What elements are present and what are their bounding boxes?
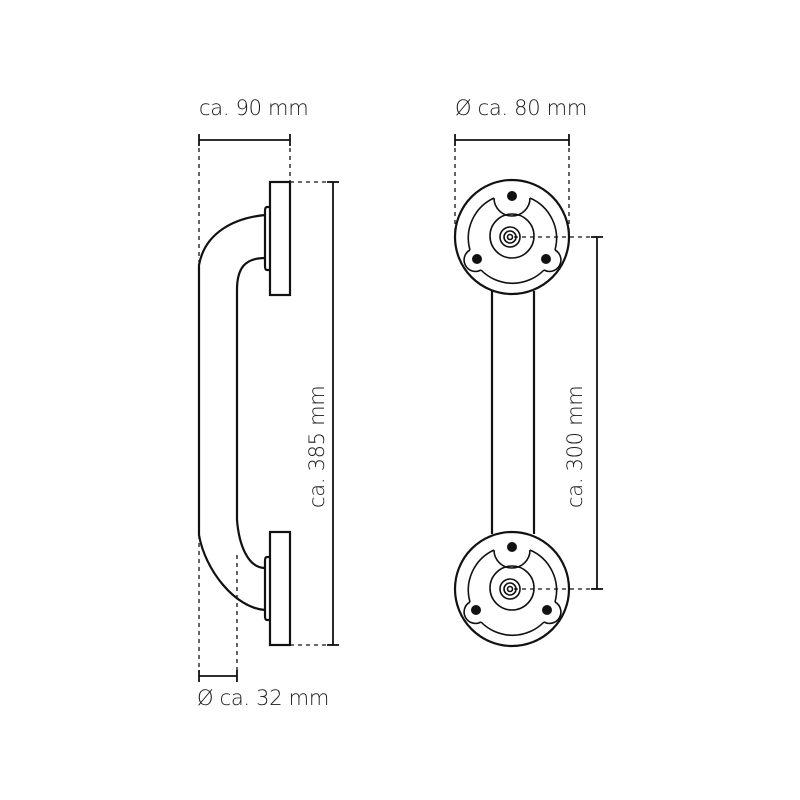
tube-diameter-label: Ø ca. 32 mm xyxy=(197,686,329,710)
front-view xyxy=(453,134,603,648)
screw-hole-icon xyxy=(541,254,551,264)
top-flange-plate xyxy=(268,180,292,297)
screw-hole-icon xyxy=(472,254,482,264)
side-view xyxy=(197,134,339,682)
length-dimension-line xyxy=(290,181,339,646)
screw-hole-icon xyxy=(471,605,481,615)
flange-diameter-label: Ø ca. 80 mm xyxy=(455,96,587,120)
top-collar xyxy=(263,205,270,272)
flange-diameter-dimension-line xyxy=(454,134,570,232)
handle-tube-inner xyxy=(235,256,266,570)
hole-spacing-dimension-line xyxy=(514,236,603,590)
width-label: ca. 90 mm xyxy=(199,96,309,120)
screw-hole-icon xyxy=(507,191,517,201)
bottom-flange-front xyxy=(453,530,571,648)
tube-diameter-dimension-line xyxy=(198,535,238,682)
bottom-collar xyxy=(263,555,270,622)
hole-spacing-label: ca. 300 mm xyxy=(563,385,587,508)
width-dimension-line xyxy=(198,134,291,262)
handle-tube-outer xyxy=(197,213,266,612)
screw-hole-icon xyxy=(507,542,517,552)
bottom-flange-plate xyxy=(268,530,292,647)
top-flange-front xyxy=(453,178,571,296)
screw-hole-icon xyxy=(542,605,552,615)
length-label: ca. 385 mm xyxy=(305,385,329,508)
